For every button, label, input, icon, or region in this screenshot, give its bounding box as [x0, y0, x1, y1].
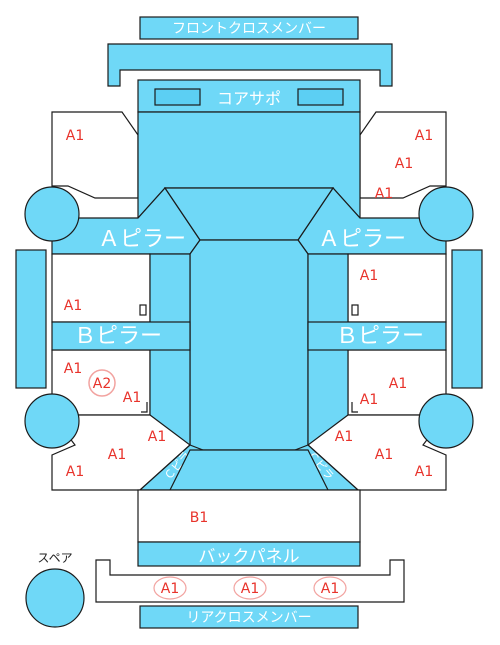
- b1-marker: B1: [190, 510, 209, 526]
- right-rear-quarter: [307, 414, 448, 491]
- rear-cross-member-bar: [139, 605, 359, 629]
- left-inner-pillar: [149, 253, 191, 451]
- core-support-label: コアサポ: [217, 89, 281, 108]
- back-panel: [137, 541, 361, 567]
- front-cross-member-label: フロントクロスメンバー: [172, 21, 326, 37]
- front-right-wheel: [418, 186, 474, 242]
- rear-left-wheel: [24, 393, 80, 449]
- left-rocker-panel: [15, 249, 47, 389]
- rear-cross-member-label: リアクロスメンバー: [186, 610, 311, 626]
- a1-marker: A1: [64, 361, 82, 377]
- front-cross-member-bar: [139, 16, 359, 40]
- a1-marker: A1: [148, 429, 166, 445]
- a1-marker: A1: [161, 581, 179, 597]
- a1-marker: A1: [375, 447, 393, 463]
- a1-marker: A1: [360, 392, 378, 408]
- front-bumper-beam: [107, 43, 393, 87]
- a1-marker: A1: [66, 128, 84, 144]
- a1-marker: A1: [108, 447, 126, 463]
- a1-marker: A1: [335, 429, 353, 445]
- core-support-slot-right: [297, 88, 344, 106]
- core-support-slot-left: [154, 88, 201, 106]
- b-pillar-right: [307, 321, 447, 351]
- a1-marker-circle: [233, 576, 267, 600]
- b-pillar-left-label: Ｂピラー: [74, 324, 162, 349]
- a1-marker: A1: [241, 581, 259, 597]
- rear-window-panel: [169, 449, 329, 491]
- a1-marker: A1: [123, 390, 141, 406]
- a-pillar-right-label: Ａピラー: [318, 227, 406, 252]
- right-corner-mark: [351, 402, 358, 413]
- a1-marker: A1: [66, 464, 84, 480]
- a1-marker: A1: [415, 128, 433, 144]
- right-front-fender: [359, 111, 447, 199]
- left-striker: [139, 304, 147, 316]
- left-rear-quarter: [50, 414, 191, 491]
- a1-marker-circle: [313, 576, 347, 600]
- a1-marker: A1: [64, 298, 82, 314]
- a1-marker: A1: [375, 186, 393, 202]
- trunk-floor: [137, 489, 361, 543]
- right-front-door-area: [347, 253, 447, 323]
- a1-marker-circle: [153, 576, 187, 600]
- right-rocker-panel: [451, 249, 483, 389]
- roof-panel: [189, 239, 309, 451]
- back-panel-label: バックパネル: [198, 547, 299, 567]
- a2-marker-circle: [88, 369, 116, 397]
- b-pillar-right-label: Ｂピラー: [336, 324, 424, 349]
- a-pillar-left-label: Ａピラー: [98, 227, 186, 252]
- right-striker: [351, 304, 359, 316]
- a1-marker: A1: [321, 581, 339, 597]
- b-pillar-left: [51, 321, 191, 351]
- front-left-wheel: [24, 186, 80, 242]
- spare-tire: [25, 568, 85, 628]
- a1-marker: A1: [395, 156, 413, 172]
- left-front-fender: [51, 111, 139, 199]
- right-inner-pillar: [307, 253, 349, 451]
- left-corner-mark: [141, 402, 148, 413]
- a1-marker: A1: [360, 268, 378, 284]
- a1-marker: A1: [389, 376, 407, 392]
- a1-marker: A1: [415, 464, 433, 480]
- a2-marker: A2: [93, 376, 111, 392]
- spare-label: スペア: [37, 551, 72, 565]
- rear-right-wheel: [418, 393, 474, 449]
